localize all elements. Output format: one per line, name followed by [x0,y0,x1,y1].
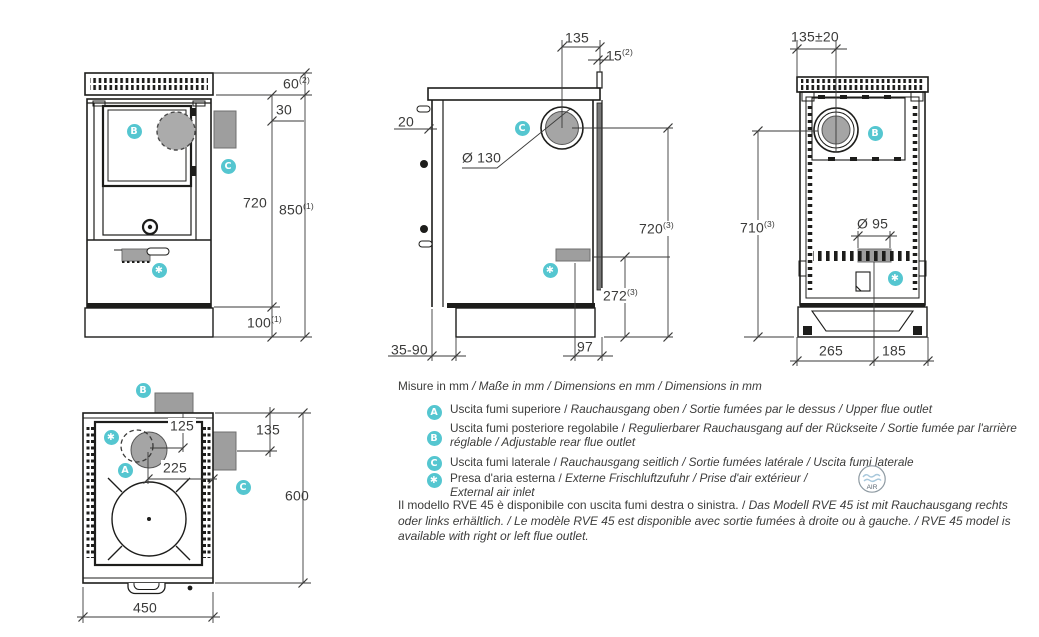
front-side-outlet [213,110,237,149]
front-drawer-vent [121,248,151,262]
side-rear-upstand [596,71,603,89]
dim-front-top-gap: 30 [276,101,292,118]
dim-top-side-outlet-offset: 135 [256,421,280,438]
external-air-logo-icon: AIR [858,465,886,493]
side-rear-flue-duct [596,102,603,291]
dim-rear-flue-height: 710(3) [738,219,777,236]
dim-side-air-inlet-offset: 97 [577,338,593,355]
top-view [82,392,237,595]
dim-rear-air-inlet-diameter: Ø 95 [857,215,889,232]
legend-badge-c: C [426,456,442,471]
legend-badge-a: A [426,405,442,420]
badge-air-inlet-rear-view: ✱ [887,270,903,286]
legend-badge-b: B [426,431,442,446]
dim-front-total-height: 850(1) [279,201,314,218]
rear-view [796,76,929,338]
badge-rear-outlet-top-view: B [135,382,151,398]
legend-item-rear-flue-outlet: Uscita fumi posteriore regolabile / Regu… [450,421,1017,449]
front-door-lower [102,185,192,236]
badge-side-outlet-front-view: C [220,158,236,174]
badge-side-outlet-side-view: C [514,120,530,136]
top-outlet-rear [154,392,194,414]
front-drawer-handle [146,247,170,256]
badge-air-inlet-top-view: ✱ [103,429,119,445]
front-plinth [84,307,214,338]
badge-side-outlet-top-view: C [235,479,251,495]
model-variant-note: Il modello RVE 45 è disponibile con usci… [398,498,1011,543]
dim-front-cooktop-height: 60(2) [283,75,310,92]
front-flue-knockout [156,111,196,151]
legend-item-side-flue-outlet: Uscita fumi laterale / Rauchausgang seit… [450,455,914,469]
front-view [84,72,237,338]
front-view-dimension-lines [213,68,312,342]
rear-base [797,306,928,338]
badge-rear-outlet-front-view: B [126,123,142,139]
top-view-dimension-lines [77,407,311,623]
svg-text:AIR: AIR [867,484,878,491]
top-hob-plate [111,481,187,557]
dim-top-depth: 600 [285,487,309,504]
side-view [416,71,603,338]
dim-top-flue-center: 225 [161,459,189,476]
dim-rear-width-right: 185 [882,342,906,359]
dim-top-width: 450 [133,599,157,616]
rear-cooktop-vents [801,79,924,90]
top-flue-outlet [130,431,168,469]
top-air-inlet-dashed [120,429,154,463]
dim-side-plinth-recess: 35-90 [391,341,428,358]
top-door-handle [127,583,166,595]
legend-item-external-air-inlet: Presa d'aria esterna / Externe Frischluf… [450,471,808,499]
dim-top-flue-offset-x: 125 [168,417,196,434]
rear-smoke-chamber-panel [811,97,906,161]
side-air-inlet [555,248,591,262]
dim-side-flue-offset: 135 [565,29,589,46]
side-plinth [455,307,596,338]
badge-rear-outlet-rear-view: B [867,125,883,141]
dim-front-body-height: 720 [243,194,267,211]
dim-side-front-overhang: 20 [398,113,414,130]
front-cooktop-vents [90,78,208,90]
rear-base-tray [810,310,915,332]
front-cooktop-strip [84,72,214,96]
side-hinge-top [420,160,428,168]
dim-rear-flue-offset: 135±20 [791,28,839,45]
badge-top-outlet-top-view: A [117,462,133,478]
dim-side-air-inlet-height: 272(3) [601,287,640,304]
rear-rating-plate [855,271,871,292]
legend-item-upper-flue-outlet: Uscita fumi superiore / Rauchausgang obe… [450,402,932,416]
side-hinge-bottom [420,225,428,233]
top-outlet-side [212,431,237,471]
dim-side-upstand-depth: 15(2) [606,47,633,64]
dim-side-flue-diameter: Ø 130 [462,149,502,166]
legend-badge-air: ✱ [426,472,442,488]
dim-front-plinth-height: 100(1) [247,314,282,331]
badge-air-inlet-front-view: ✱ [151,262,167,278]
rear-vent-row [813,251,912,261]
side-cooktop [427,87,601,101]
dim-rear-width-left: 265 [819,342,843,359]
legend-units-line: Misure in mm / Maße in mm / Dimensions e… [398,379,762,393]
dim-side-flue-height: 720(3) [637,220,676,237]
badge-air-inlet-side-view: ✱ [542,262,558,278]
front-door-knob [141,218,159,236]
top-hob-frame [93,420,204,567]
